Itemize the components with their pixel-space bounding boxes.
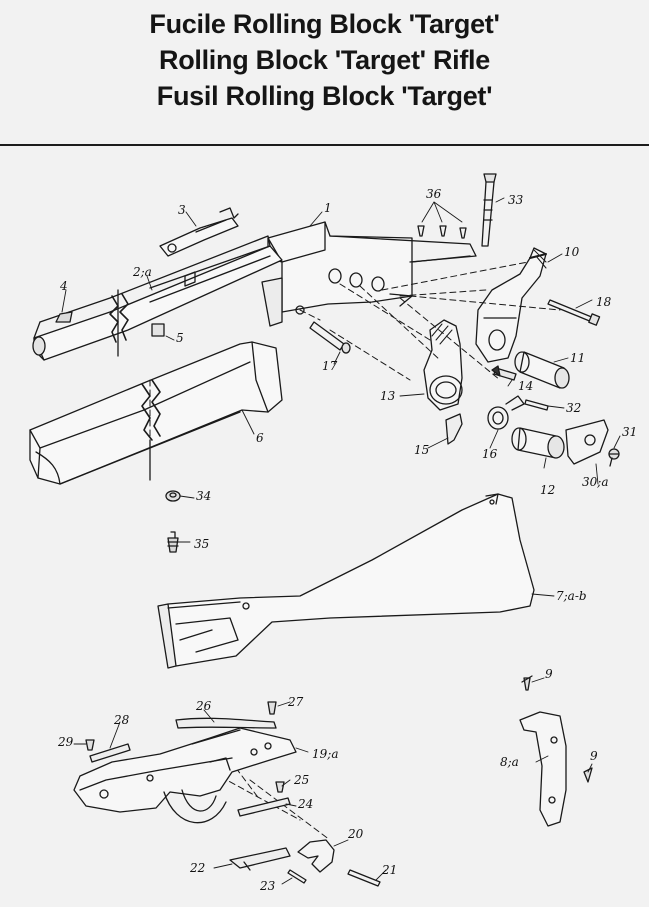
callout-18: 18 [596,295,612,309]
title-italian: Fucile Rolling Block 'Target' [149,9,500,39]
callout-8a: 8;a [500,755,519,769]
callout-7ab: 7;a-b [556,589,587,603]
callout-22: 22 [189,861,205,875]
callout-24: 24 [297,797,313,811]
part-27-screw [267,701,277,715]
callout-10: 10 [564,245,580,259]
callout-14: 14 [518,379,533,393]
callout-20: 20 [347,827,364,841]
callout-12: 12 [540,483,555,497]
part-26-spring [175,717,277,729]
part-6-forend [29,341,283,485]
part-21-pin [347,869,381,887]
part-33-pin [481,173,497,247]
callout-23: 23 [259,879,276,893]
part-11-cylinder [514,351,570,389]
callout-35: 35 [194,537,209,551]
part-14-firing-pin [491,365,517,381]
part-25-screw [275,781,285,793]
part-16-plate [487,395,525,430]
callout-31: 31 [622,425,637,439]
part-1-receiver [261,221,477,327]
callout-6: 6 [256,431,264,445]
callout-9-top: 9 [545,667,553,681]
part-28-plate [89,743,131,763]
callout-32: 32 [566,401,581,415]
part-12-cylinder [511,427,565,459]
title-french: Fusil Rolling Block 'Target' [156,81,493,111]
callout-36: 36 [426,187,442,201]
callout-5: 5 [176,331,184,345]
part-31-screw [608,448,620,467]
callout-27: 27 [287,695,304,709]
callout-13: 13 [380,389,396,403]
part-20-trigger [297,839,335,873]
callout-34: 34 [196,489,211,503]
callout-30a: 30;a [582,475,608,489]
callout-9-bottom: 9 [590,749,598,763]
part-13-breech-block [423,319,463,411]
callout-28: 28 [113,713,130,727]
callout-11: 11 [570,351,585,365]
part-2a-barrel [32,235,283,361]
part-30a-side-plate [565,419,609,465]
hole-marker [295,305,305,315]
part-32-pin [524,399,549,411]
part-7ab-stock [157,493,535,669]
callout-25: 25 [293,773,309,787]
leader-lines [61,197,621,885]
part-15-lever [445,413,463,445]
part-36-screws [417,225,467,239]
callout-15: 15 [414,443,429,457]
part-8a-buttplate [519,711,567,827]
part-9-screws [521,675,593,783]
callout-17: 17 [322,359,338,373]
part-35-screw [167,531,179,553]
callout-16: 16 [482,447,498,461]
callout-3: 3 [178,203,186,217]
part-18-pin [547,299,601,326]
callout-19a: 19;a [312,747,338,761]
callout-29: 29 [57,735,74,749]
header-divider [0,144,649,146]
part-22-plate [229,847,291,871]
part-24-plate [237,797,291,817]
part-3-rear-sight [159,207,239,257]
part-17-pin [309,321,351,354]
part-29-screw [85,739,95,751]
part-23-pin [287,869,307,884]
title-block: Fucile Rolling Block 'Target' Rolling Bl… [0,6,649,114]
callout-2a: 2;a [132,265,152,279]
part-4-front-sight [55,311,73,323]
title-english: Rolling Block 'Target' Rifle [159,45,490,75]
callout-4: 4 [59,279,68,293]
part-34-nut [165,490,181,502]
part-5-stud [151,323,165,337]
callout-1: 1 [324,201,332,215]
part-19a-trigger-guard [73,727,297,824]
callout-33: 33 [508,193,524,207]
callout-21: 21 [381,863,397,877]
callout-26: 26 [195,699,212,713]
